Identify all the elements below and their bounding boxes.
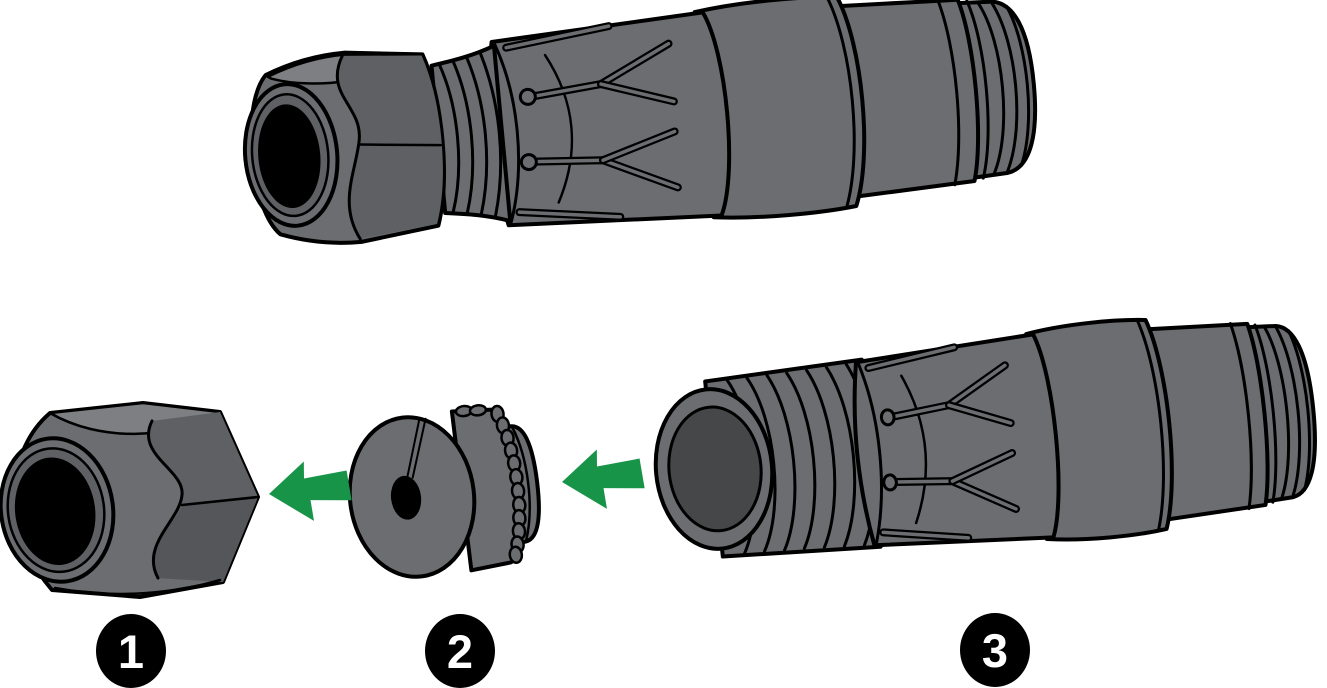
nut1-front-face bbox=[0, 431, 122, 589]
callout-3-number: 3 bbox=[981, 623, 1009, 677]
part-1-hex-nut bbox=[0, 403, 258, 597]
nut1-scallop-contour bbox=[148, 421, 182, 578]
assembled-rear-body bbox=[481, 0, 1044, 242]
nut-scallop-contour bbox=[335, 55, 369, 240]
cable-entry-hole bbox=[258, 104, 321, 209]
nut1-cable-hole bbox=[14, 457, 96, 566]
callout-1: 1 bbox=[96, 614, 166, 688]
callout-1-number: 1 bbox=[117, 624, 145, 678]
arrow-part2-to-part1 bbox=[266, 458, 353, 524]
assembled-collet-ribs bbox=[430, 46, 510, 227]
grommet-slit bbox=[400, 419, 427, 480]
callout-2: 2 bbox=[425, 614, 495, 688]
assembled-hex-nut bbox=[236, 44, 451, 251]
assembled-connector bbox=[235, 0, 1044, 265]
part3-rear-body bbox=[846, 301, 1324, 561]
callout-2-number: 2 bbox=[446, 624, 474, 678]
part3-bore bbox=[663, 403, 767, 536]
grommet-cable-hole bbox=[390, 475, 422, 520]
arrow-part3-to-part2 bbox=[559, 446, 646, 512]
part-3-connector-body bbox=[645, 301, 1324, 582]
part-2-grommet bbox=[340, 398, 547, 584]
callout-3: 3 bbox=[960, 613, 1030, 687]
